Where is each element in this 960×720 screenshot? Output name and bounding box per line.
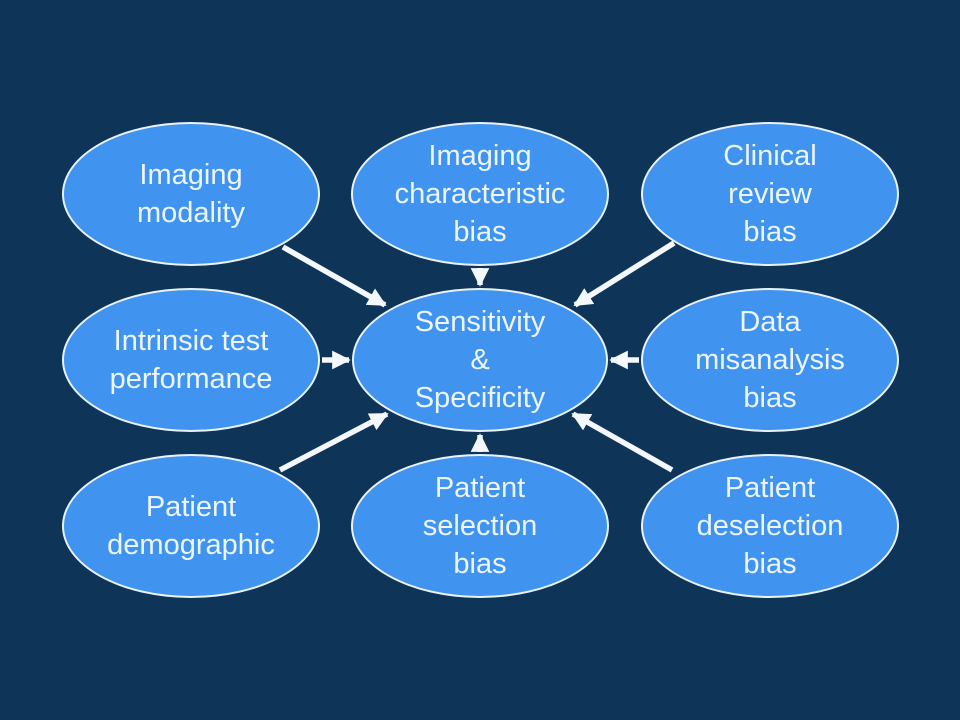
node-label-imaging-characteristic-bias: Imaging characteristic bias (394, 139, 566, 249)
node-patient-selection-bias: Patient selection bias (351, 454, 609, 598)
node-imaging-characteristic-bias: Imaging characteristic bias (351, 122, 609, 266)
node-label-patient-deselection-bias: Patient deselection bias (696, 471, 844, 581)
node-label-sensitivity-specificity: Sensitivity & Specificity (414, 305, 546, 415)
node-imaging-modality: Imaging modality (62, 122, 320, 266)
node-patient-demographic: Patient demographic (62, 454, 320, 598)
arrow-patient-deselection-bias-to-center (571, 411, 674, 473)
arrow-patient-demographic-to-center (278, 411, 389, 473)
node-label-data-misanalysis-bias: Data misanalysis bias (695, 305, 845, 415)
node-label-patient-selection-bias: Patient selection bias (422, 471, 538, 581)
node-label-imaging-modality: Imaging modality (137, 158, 245, 229)
arrow-imaging-modality-to-center (281, 244, 387, 308)
node-intrinsic-test-performance: Intrinsic test performance (62, 288, 320, 432)
node-patient-deselection-bias: Patient deselection bias (641, 454, 899, 598)
node-label-intrinsic-test-performance: Intrinsic test performance (109, 324, 273, 395)
node-sensitivity-specificity: Sensitivity & Specificity (352, 288, 608, 432)
node-data-misanalysis-bias: Data misanalysis bias (641, 288, 899, 432)
arrow-clinical-review-bias-to-center (573, 240, 676, 308)
node-label-clinical-review-bias: Clinical review bias (723, 139, 817, 249)
node-clinical-review-bias: Clinical review bias (641, 122, 899, 266)
node-label-patient-demographic: Patient demographic (107, 490, 275, 561)
